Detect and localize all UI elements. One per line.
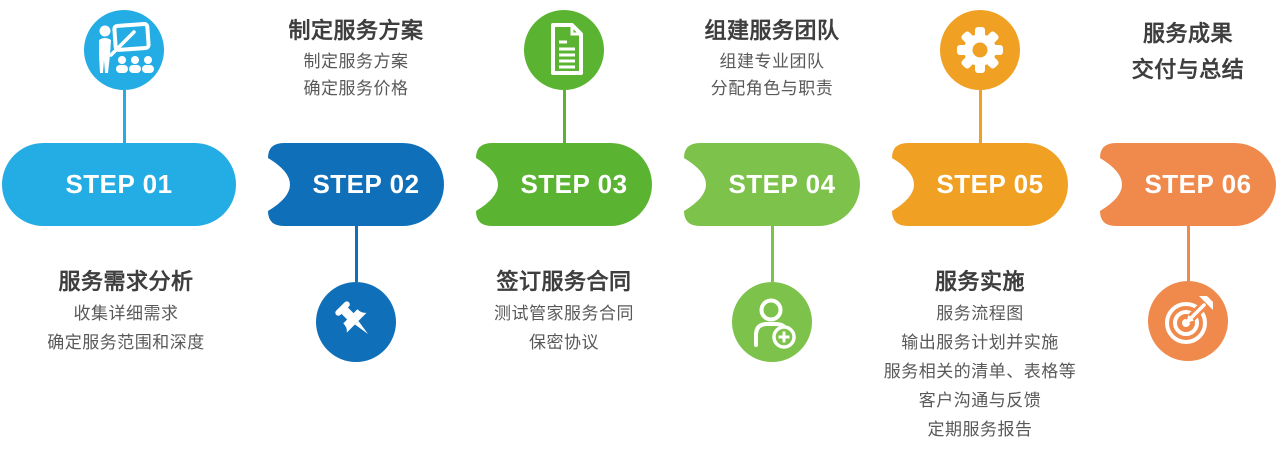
step-01-pill: STEP 01 — [2, 143, 236, 226]
step-06-connector — [1186, 226, 1190, 282]
step-03-connector — [562, 90, 566, 143]
step-03-detail: 测试管家服务合同 — [494, 304, 634, 323]
step-05-detail: 服务相关的清单、表格等 — [883, 362, 1077, 381]
step-05-connector — [978, 90, 982, 143]
step-01-detail: 确定服务范围和深度 — [47, 333, 205, 352]
step-01-label: STEP 01 — [65, 169, 173, 199]
step-05-detail: 定期服务报告 — [927, 420, 1033, 439]
step-02-title: 制定服务方案 — [288, 18, 424, 43]
step-06-text: 服务成果 交付与总结 — [1028, 16, 1280, 88]
presentation-icon — [84, 10, 164, 90]
step-01-connector — [122, 90, 126, 143]
step-03-text: 签订服务合同 测试管家服务合同 保密协议 — [404, 269, 724, 357]
step-02-text: 制定服务方案 制定服务方案 确定服务价格 — [196, 18, 516, 102]
step-05-detail: 服务流程图 — [936, 304, 1024, 323]
step-01-title: 服务需求分析 — [58, 269, 194, 294]
step-03-pill — [476, 143, 652, 226]
gear-icon — [940, 10, 1020, 90]
step-02-detail: 制定服务方案 — [303, 52, 409, 71]
step-05-label: STEP 05 — [936, 169, 1044, 199]
step-04-pill — [684, 143, 860, 226]
step-03-title: 签订服务合同 — [496, 269, 632, 294]
step-01-detail: 收集详细需求 — [73, 304, 179, 323]
step-05-text: 服务实施 服务流程图 输出服务计划并实施 服务相关的清单、表格等 客户沟通与反馈… — [820, 269, 1140, 444]
step-04-detail: 分配角色与职责 — [710, 79, 834, 98]
step-02-label: STEP 02 — [312, 169, 420, 199]
step-05-detail: 输出服务计划并实施 — [901, 333, 1059, 352]
step-06-label: STEP 06 — [1144, 169, 1252, 199]
step-02-connector — [354, 226, 358, 282]
step-05-title: 服务实施 — [934, 269, 1025, 294]
step-05-pill — [892, 143, 1068, 226]
step-03-detail: 保密协议 — [529, 333, 599, 352]
step-01-text: 服务需求分析 收集详细需求 确定服务范围和深度 — [0, 269, 286, 357]
step-06-pill — [1100, 143, 1276, 226]
step-03-label: STEP 03 — [520, 169, 628, 199]
step-02-pill — [268, 143, 444, 226]
step-02-detail: 确定服务价格 — [303, 79, 409, 98]
step-04-title: 组建服务团队 — [704, 18, 840, 43]
step-04-detail: 组建专业团队 — [719, 52, 825, 71]
add-user-icon — [732, 282, 812, 362]
step-04-connector — [770, 226, 774, 282]
step-06-title-line2: 交付与总结 — [1131, 57, 1245, 82]
step-05-detail: 客户沟通与反馈 — [918, 391, 1042, 410]
step-04-text: 组建服务团队 组建专业团队 分配角色与职责 — [612, 18, 932, 102]
step-04-label: STEP 04 — [728, 169, 836, 199]
step-06-title: 服务成果 — [1142, 21, 1233, 46]
document-icon — [524, 10, 604, 90]
pushpin-icon — [316, 282, 396, 362]
target-icon — [1148, 281, 1228, 361]
